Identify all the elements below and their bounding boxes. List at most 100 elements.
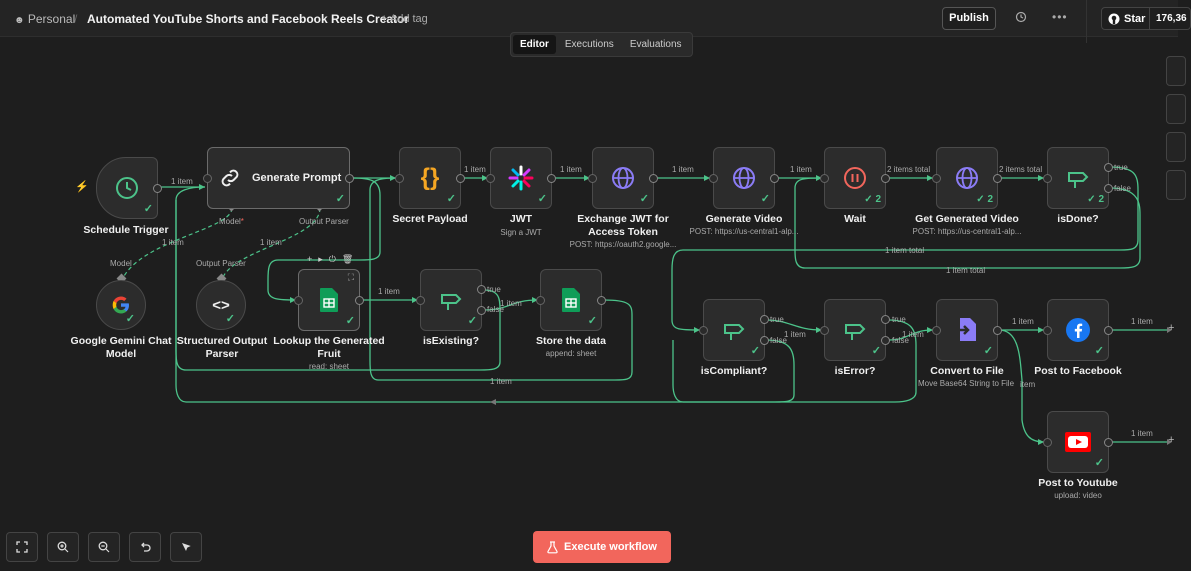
output-port[interactable]	[355, 296, 364, 305]
node-label: Convert to File	[930, 365, 1004, 377]
false-output-port[interactable]	[477, 306, 486, 315]
node-structured-output-parser[interactable]: <> ✓	[196, 280, 246, 330]
zoom-in-button[interactable]	[47, 532, 79, 562]
node-get-generated-video[interactable]: ✓ 2	[932, 147, 1002, 209]
node-subtitle: upload: video	[1054, 491, 1102, 500]
output-port[interactable]	[993, 174, 1002, 183]
node-post-facebook[interactable]: ✓	[1043, 299, 1113, 361]
tidy-up-button[interactable]	[170, 532, 202, 562]
output-port[interactable]	[993, 326, 1002, 335]
tab-editor[interactable]: Editor	[513, 35, 556, 54]
facebook-icon	[1066, 318, 1090, 342]
sub-port-parser-label: Output Parser	[299, 217, 349, 226]
github-star-button[interactable]: Star 176,36	[1101, 7, 1191, 30]
node-label: isCompliant?	[700, 365, 768, 377]
zoom-to-fit-button[interactable]	[1166, 56, 1186, 86]
input-port[interactable]	[820, 326, 829, 335]
run-count-badge: ✓ 2	[1087, 194, 1104, 205]
tab-evaluations[interactable]: Evaluations	[629, 39, 682, 50]
input-port[interactable]	[588, 174, 597, 183]
input-port[interactable]	[1043, 174, 1052, 183]
google-sheets-icon	[562, 288, 580, 312]
output-port[interactable]	[881, 174, 890, 183]
input-port[interactable]	[486, 174, 495, 183]
breadcrumb-project[interactable]: ☻ Personal	[14, 12, 76, 26]
workflow-title[interactable]: Automated YouTube Shorts and Facebook Re…	[87, 12, 410, 26]
node-lookup-fruit[interactable]: ⛶ ✓	[294, 269, 364, 331]
input-port[interactable]	[416, 296, 425, 305]
node-secret-payload[interactable]: {} ✓	[395, 147, 465, 209]
node-generate-prompt[interactable]: Generate Prompt ✓	[203, 147, 354, 209]
input-port[interactable]	[932, 174, 941, 183]
input-port[interactable]	[536, 296, 545, 305]
node-wait[interactable]: ✓ 2	[820, 147, 890, 209]
add-icon[interactable]: +	[307, 254, 313, 264]
edge-label: 1 item	[490, 377, 512, 386]
power-icon[interactable]: ⏻	[328, 254, 336, 264]
zoom-out-button[interactable]	[88, 532, 120, 562]
edge-label: 1 item	[378, 287, 400, 296]
undo-button[interactable]	[129, 532, 161, 562]
input-port[interactable]	[1043, 438, 1052, 447]
ai-assistant-button[interactable]	[1166, 170, 1186, 200]
output-port[interactable]	[456, 174, 465, 183]
pause-icon	[844, 167, 866, 189]
input-port[interactable]	[932, 326, 941, 335]
edge-label: 1 item	[500, 299, 522, 308]
add-tag-button[interactable]: + Add tag	[381, 13, 428, 25]
zoom-to-fit-button[interactable]	[6, 532, 38, 562]
more-options-icon[interactable]: •••	[1052, 10, 1068, 24]
node-is-compliant[interactable]: ✓	[699, 299, 769, 361]
output-port[interactable]	[547, 174, 556, 183]
signpost-icon	[845, 324, 866, 340]
node-exchange-jwt[interactable]: ✓	[588, 147, 658, 209]
tab-executions[interactable]: Executions	[564, 39, 614, 50]
sticky-note-button[interactable]	[1166, 132, 1186, 162]
trash-icon[interactable]: 🗑	[341, 254, 354, 264]
expand-icon[interactable]: ⛶	[347, 272, 354, 282]
input-port[interactable]	[203, 174, 212, 183]
node-is-done[interactable]: ✓ 2	[1043, 147, 1113, 209]
node-is-error[interactable]: ✓	[820, 299, 890, 361]
output-port[interactable]	[1104, 438, 1113, 447]
input-port[interactable]	[395, 174, 404, 183]
false-branch-label: false	[770, 336, 787, 345]
true-output-port[interactable]	[881, 315, 890, 324]
output-port[interactable]	[153, 184, 162, 193]
output-port[interactable]	[649, 174, 658, 183]
node-schedule-trigger[interactable]: ✓	[96, 157, 162, 219]
output-port[interactable]	[1104, 326, 1113, 335]
node-hover-toolbar: + ▸ ⏻ 🗑	[307, 254, 353, 267]
input-port[interactable]	[294, 296, 303, 305]
search-nodes-button[interactable]	[1166, 94, 1186, 124]
success-check-icon: ✓	[225, 313, 235, 325]
node-generate-video[interactable]: ✓	[709, 147, 779, 209]
input-port[interactable]	[699, 326, 708, 335]
node-jwt[interactable]: ✓	[486, 147, 556, 209]
true-output-port[interactable]	[1104, 163, 1113, 172]
add-node-icon[interactable]: +	[1168, 434, 1175, 446]
node-post-youtube[interactable]: ✓	[1043, 411, 1113, 473]
add-node-icon[interactable]: +	[1168, 322, 1175, 334]
node-google-gemini[interactable]: ✓	[96, 280, 146, 330]
false-output-port[interactable]	[881, 336, 890, 345]
true-output-port[interactable]	[477, 285, 486, 294]
history-icon[interactable]	[1015, 11, 1029, 25]
output-port[interactable]	[770, 174, 779, 183]
true-output-port[interactable]	[760, 315, 769, 324]
output-port[interactable]	[597, 296, 606, 305]
input-port[interactable]	[820, 174, 829, 183]
false-branch-label: false	[487, 305, 504, 314]
publish-button[interactable]: Publish	[942, 7, 996, 30]
false-output-port[interactable]	[760, 336, 769, 345]
false-output-port[interactable]	[1104, 184, 1113, 193]
node-is-existing[interactable]: ✓	[416, 269, 486, 331]
input-port[interactable]	[1043, 326, 1052, 335]
input-port[interactable]	[709, 174, 718, 183]
execute-workflow-button[interactable]: Execute workflow	[533, 531, 671, 563]
node-convert-to-file[interactable]: ✓	[932, 299, 1002, 361]
node-store-data[interactable]: ✓	[536, 269, 606, 331]
play-icon[interactable]: ▸	[318, 254, 323, 264]
run-count-badge: ✓ 2	[864, 194, 881, 205]
output-port[interactable]	[345, 174, 354, 183]
